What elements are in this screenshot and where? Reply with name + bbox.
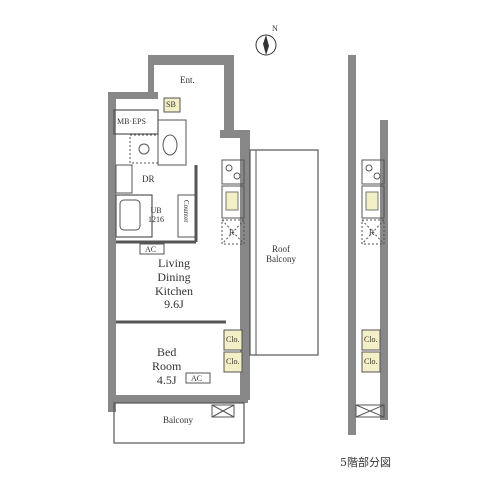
counter-label: Counter bbox=[182, 200, 191, 223]
partial-fridge-label: R bbox=[369, 228, 375, 237]
entrance-label: Ent. bbox=[180, 75, 195, 85]
partial-plan-caption: 5階部分図 bbox=[340, 456, 391, 469]
compass-icon bbox=[255, 34, 277, 56]
compass-label: N bbox=[272, 24, 278, 33]
closet-upper-label: Clo. bbox=[226, 335, 240, 344]
unit-bath-label: UB 1216 bbox=[148, 206, 164, 225]
mb-eps-label: MB·EPS bbox=[117, 117, 146, 126]
ac-bed-label: AC bbox=[191, 374, 203, 383]
bed-room-label: Bed Room 4.5J bbox=[152, 345, 182, 387]
fridge-label: R bbox=[229, 228, 235, 237]
main-unit-walls bbox=[108, 55, 319, 444]
partial-closet-lower-label: Clo. bbox=[364, 357, 378, 366]
closet-lower-label: Clo. bbox=[226, 357, 240, 366]
partial-closet-upper-label: Clo. bbox=[364, 335, 378, 344]
ldk-label: Living Dining Kitchen 9.6J bbox=[155, 256, 193, 312]
dressing-room-label: DR bbox=[142, 174, 155, 184]
balcony-label: Balcony bbox=[163, 415, 193, 425]
ac-ldk-label: AC bbox=[145, 245, 157, 254]
partial-plan-walls bbox=[348, 55, 388, 435]
roof-balcony-label: Roof Balcony bbox=[266, 244, 296, 265]
shoe-box-label: SB bbox=[166, 100, 176, 109]
